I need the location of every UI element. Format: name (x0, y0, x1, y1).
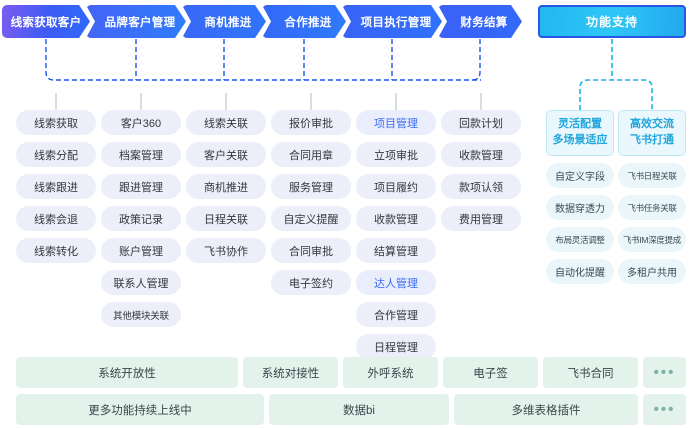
capability-pill[interactable]: 其他模块关联 (101, 302, 181, 327)
process-stage-label: 品牌客户管理 (104, 16, 176, 29)
capability-pill[interactable]: 立项审批 (356, 142, 436, 167)
capability-column-4: 报价审批合同用章服务管理自定义提醒合同审批电子签约 (271, 110, 351, 295)
capability-pill[interactable]: 线索会退 (16, 206, 96, 231)
capability-pill[interactable]: 合同审批 (271, 238, 351, 263)
support-header-line: 灵活配置 (558, 118, 602, 131)
process-stage-label: 项目执行管理 (360, 16, 432, 29)
capability-pill[interactable]: 电子签约 (271, 270, 351, 295)
capability-pill[interactable]: 项目管理 (356, 110, 436, 135)
process-stage-1[interactable]: 线索获取客户 (2, 5, 90, 38)
capability-pill[interactable]: 线索分配 (16, 142, 96, 167)
platform-capability-box[interactable]: 电子签 (443, 357, 538, 388)
platform-capability-box[interactable]: 系统对接性 (243, 357, 338, 388)
capability-pill[interactable]: 回款计划 (441, 110, 521, 135)
process-stage-label: 合作推进 (284, 16, 332, 29)
capability-pill[interactable]: 线索关联 (186, 110, 266, 135)
support-column-1: 灵活配置多场景适应自定义字段数据穿透力布局灵活调整自动化提醒 (546, 110, 614, 284)
support-column-2: 高效交流飞书打通飞书日程关联飞书任务关联飞书IM深度提成多租户共用 (618, 110, 686, 284)
capability-column-2: 客户360 档案管理跟进管理政策记录账户管理联系人管理其他模块关联 (101, 110, 181, 327)
process-stage-label: 线索获取客户 (10, 16, 82, 29)
support-pill[interactable]: 数据穿透力 (546, 195, 614, 220)
capability-pill[interactable]: 报价审批 (271, 110, 351, 135)
capability-pill[interactable]: 政策记录 (101, 206, 181, 231)
support-header-line: 高效交流 (630, 118, 674, 131)
more-options-button[interactable]: ••• (643, 394, 686, 425)
support-header-label: 功能支持 (585, 15, 638, 29)
capability-column-5: 项目管理立项审批项目履约收款管理结算管理达人管理合作管理日程管理 (356, 110, 436, 359)
capability-pill[interactable]: 服务管理 (271, 174, 351, 199)
more-options-button[interactable]: ••• (643, 357, 686, 388)
capability-pill[interactable]: 线索获取 (16, 110, 96, 135)
connector-path (579, 79, 653, 110)
capability-column-3: 线索关联客户关联商机推进日程关联飞书协作 (186, 110, 266, 263)
capability-pill[interactable]: 客户关联 (186, 142, 266, 167)
process-stage-label: 财务结算 (460, 16, 508, 29)
support-column-header[interactable]: 灵活配置多场景适应 (546, 110, 614, 156)
platform-capability-box[interactable]: 系统开放性 (16, 357, 238, 388)
capability-pill[interactable]: 联系人管理 (101, 270, 181, 295)
connector-path (45, 39, 55, 81)
support-pill[interactable]: 飞书任务关联 (618, 195, 686, 220)
capability-pill[interactable]: 款项认领 (441, 174, 521, 199)
capability-pill[interactable]: 合作管理 (356, 302, 436, 327)
capability-pill[interactable]: 飞书协作 (186, 238, 266, 263)
capability-pill[interactable]: 日程管理 (356, 334, 436, 359)
capability-pill[interactable]: 线索转化 (16, 238, 96, 263)
capability-pill[interactable]: 结算管理 (356, 238, 436, 263)
support-header-line: 飞书打通 (630, 134, 674, 146)
support-column-header[interactable]: 高效交流飞书打通 (618, 110, 686, 156)
platform-capability-box[interactable]: 多维表格插件 (454, 394, 638, 425)
capability-pill[interactable]: 自定义提醒 (271, 206, 351, 231)
platform-capability-box[interactable]: 数据bi (269, 394, 449, 425)
process-stage-5[interactable]: 项目执行管理 (342, 5, 442, 38)
capability-pill[interactable]: 跟进管理 (101, 174, 181, 199)
capability-pill[interactable]: 档案管理 (101, 142, 181, 167)
platform-capability-box[interactable]: 更多功能持续上线中 (16, 394, 264, 425)
platform-capability-box[interactable]: 飞书合同 (543, 357, 638, 388)
capability-column-1: 线索获取线索分配线索跟进线索会退线索转化 (16, 110, 96, 263)
support-pill[interactable]: 自动化提醒 (546, 259, 614, 284)
capability-pill[interactable]: 合同用章 (271, 142, 351, 167)
support-pill[interactable]: 多租户共用 (618, 259, 686, 284)
capability-pill[interactable]: 收款管理 (441, 142, 521, 167)
platform-capability-box[interactable]: 外呼系统 (343, 357, 438, 388)
process-stage-3[interactable]: 商机推进 (182, 5, 266, 38)
capability-pill[interactable]: 商机推进 (186, 174, 266, 199)
capability-pill[interactable]: 达人管理 (356, 270, 436, 295)
capability-pill[interactable]: 线索跟进 (16, 174, 96, 199)
process-stage-6[interactable]: 财务结算 (438, 5, 522, 38)
process-stage-label: 商机推进 (204, 16, 252, 29)
capability-pill[interactable]: 收款管理 (356, 206, 436, 231)
support-pill[interactable]: 飞书IM深度提成 (618, 227, 686, 252)
support-header-box[interactable]: 功能支持 (538, 5, 686, 38)
support-header-line: 多场景适应 (552, 134, 608, 146)
capability-pill[interactable]: 日程关联 (186, 206, 266, 231)
process-stage-4[interactable]: 合作推进 (262, 5, 346, 38)
process-stage-2[interactable]: 品牌客户管理 (86, 5, 186, 38)
capability-column-6: 回款计划收款管理款项认领费用管理 (441, 110, 521, 231)
capability-pill[interactable]: 账户管理 (101, 238, 181, 263)
support-pill[interactable]: 布局灵活调整 (546, 227, 614, 252)
capability-pill[interactable]: 客户360 (101, 110, 181, 135)
capability-pill[interactable]: 项目履约 (356, 174, 436, 199)
support-pill[interactable]: 自定义字段 (546, 163, 614, 188)
connector-path (471, 39, 481, 81)
capability-pill[interactable]: 费用管理 (441, 206, 521, 231)
support-pill[interactable]: 飞书日程关联 (618, 163, 686, 188)
